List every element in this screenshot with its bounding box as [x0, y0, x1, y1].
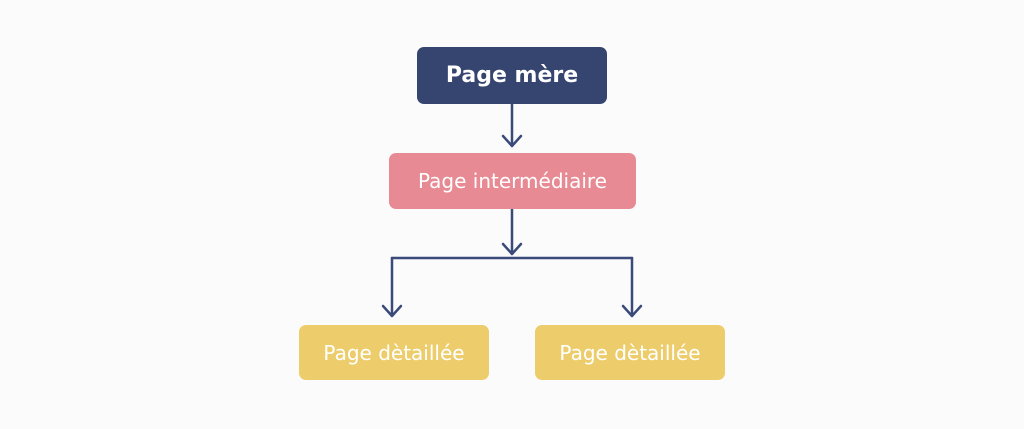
- intermediate-page-label: Page intermédiaire: [418, 169, 607, 193]
- detail-page-label-right: Page dètaillée: [559, 340, 701, 365]
- intermediate-page-node: Page intermédiaire: [389, 153, 636, 209]
- parent-page-label: Page mère: [445, 63, 579, 88]
- detail-page-node-right: Page dètaillée: [535, 325, 725, 380]
- arrow-branch-to-left-child: [381, 256, 403, 318]
- parent-page-node: Page mère: [417, 47, 607, 104]
- arrow-middle-to-branch: [501, 207, 523, 256]
- detail-page-label-left: Page dètaillée: [323, 340, 465, 365]
- arrow-root-to-middle: [501, 102, 523, 148]
- arrow-branch-to-right-child: [621, 256, 643, 318]
- detail-page-node-left: Page dètaillée: [299, 325, 489, 380]
